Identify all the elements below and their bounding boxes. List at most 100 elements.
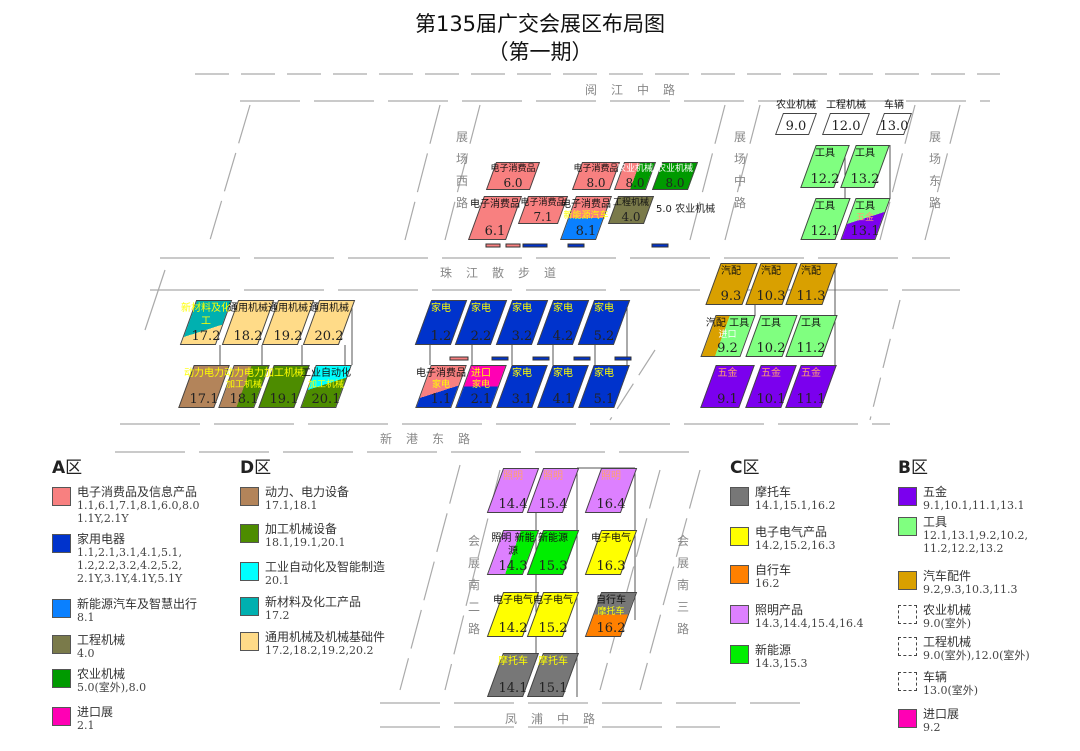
hall-label: 摩托车: [498, 656, 528, 667]
hall-label: 农业机械: [616, 164, 653, 174]
legend-halls: 14.3,14.4,15.4,16.4: [755, 617, 864, 630]
hall-label: 五金: [761, 368, 781, 379]
legend-halls: 9.0(室外),12.0(室外): [923, 649, 1030, 662]
hall-number: 13.0: [879, 119, 909, 134]
hall-label: 工具: [801, 318, 821, 329]
road-zhujiang: 珠江散步道: [440, 266, 571, 280]
legend-halls: 13.0(室外): [923, 684, 979, 697]
hall-number: 18.1: [229, 392, 259, 407]
legend-swatch: [730, 645, 749, 664]
hall-label: 电子电气: [493, 595, 533, 606]
hall-1-2[interactable]: 家电 1.2: [414, 300, 467, 345]
hall-number: 20.2: [314, 329, 344, 344]
outdoor-hall-5-0[interactable]: 5.0 农业机械: [656, 204, 716, 215]
legend-name: 加工机械设备: [265, 522, 338, 536]
legend-outdoor-swatch: [898, 605, 917, 624]
legend-halls: 9.2,9.3,10.3,11.3: [923, 583, 1018, 596]
hall-label-group: 五金: [745, 367, 797, 380]
legend-name: 电子消费品及信息产品: [77, 485, 198, 499]
hall-label: 农业机械: [656, 164, 693, 174]
hall-label-group: 电子消费品: [572, 164, 620, 175]
hall-number: 6.1: [484, 224, 506, 239]
road-east: 展场东路: [928, 130, 941, 210]
legend-halls: 14.2,15.2,16.3: [755, 539, 836, 552]
hall-label-secondary: 新能源汽车: [563, 211, 609, 221]
hall-label-group: 家电: [415, 302, 467, 315]
hall-number: 9.0: [785, 119, 807, 134]
legend-halls: 8.1: [77, 611, 95, 624]
hall-label-group: 家电: [578, 302, 630, 315]
legend-outdoor-swatch: [898, 672, 917, 691]
hall-label-group: 工程机械: [608, 198, 654, 209]
hall-label: 五金: [801, 368, 821, 379]
hall-number: 2.1: [470, 392, 492, 407]
legend-halls: 1.1,2.1,3.1,4.1,5.1, 1.2,2.2,3.2,4.2,5.2…: [77, 546, 183, 585]
hall-label: 电子消费品: [416, 368, 466, 379]
legend-halls: 4.0: [77, 647, 95, 660]
legend-name: 家用电器: [77, 532, 126, 546]
hall-label-group: 通用机械: [222, 302, 274, 315]
hall-number: 1.2: [430, 329, 452, 344]
